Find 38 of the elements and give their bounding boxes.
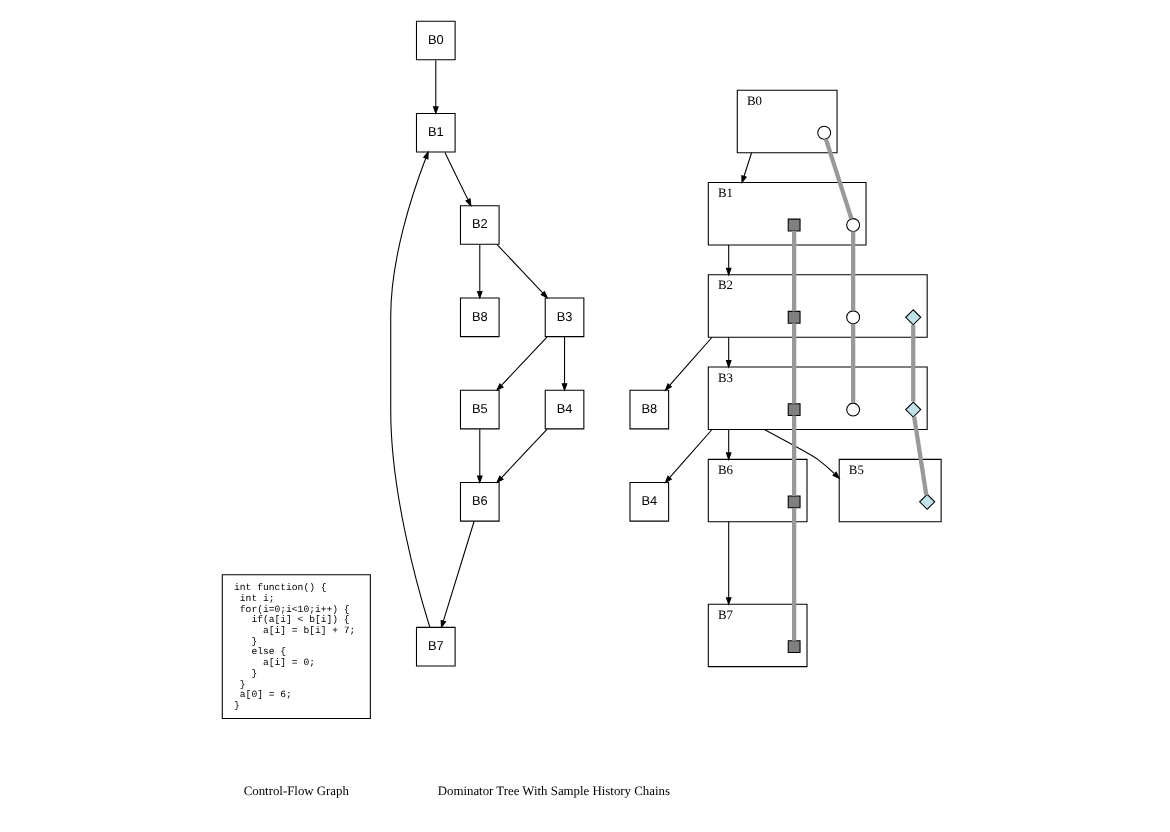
arrow: [439, 520, 474, 629]
connector: [791, 508, 796, 641]
arrow: [443, 151, 471, 208]
node-circle: [845, 218, 860, 232]
arrow: [495, 244, 548, 300]
arrow: [389, 150, 430, 628]
arrow: [762, 429, 840, 480]
node-circle: [816, 125, 831, 140]
arrow: [724, 336, 731, 369]
arrow: [663, 429, 712, 484]
arrow: [663, 336, 712, 392]
node-circle: [845, 402, 860, 417]
connector: [910, 324, 915, 402]
node-circle: [845, 310, 860, 325]
connector: [850, 231, 855, 311]
arrow: [724, 244, 731, 277]
connector: [791, 230, 796, 312]
node-box: [786, 495, 800, 509]
node-box: [786, 310, 800, 324]
connector: [850, 323, 855, 403]
connector: [791, 323, 796, 404]
node-box: [786, 403, 800, 416]
arrow: [494, 336, 547, 392]
arrow: [431, 59, 438, 115]
connector: [791, 415, 796, 496]
node-box: [786, 640, 800, 654]
arrow: [740, 152, 752, 185]
arrow: [475, 244, 482, 300]
node-diamond: [903, 401, 921, 418]
arrow: [724, 429, 731, 461]
node-box: [786, 218, 800, 232]
node-diamond: [917, 493, 935, 511]
arrow: [475, 428, 482, 485]
connector: [822, 138, 853, 220]
node-diamond: [903, 309, 921, 326]
arrow: [494, 428, 547, 484]
arrow: [724, 521, 731, 606]
arrow: [560, 336, 567, 392]
